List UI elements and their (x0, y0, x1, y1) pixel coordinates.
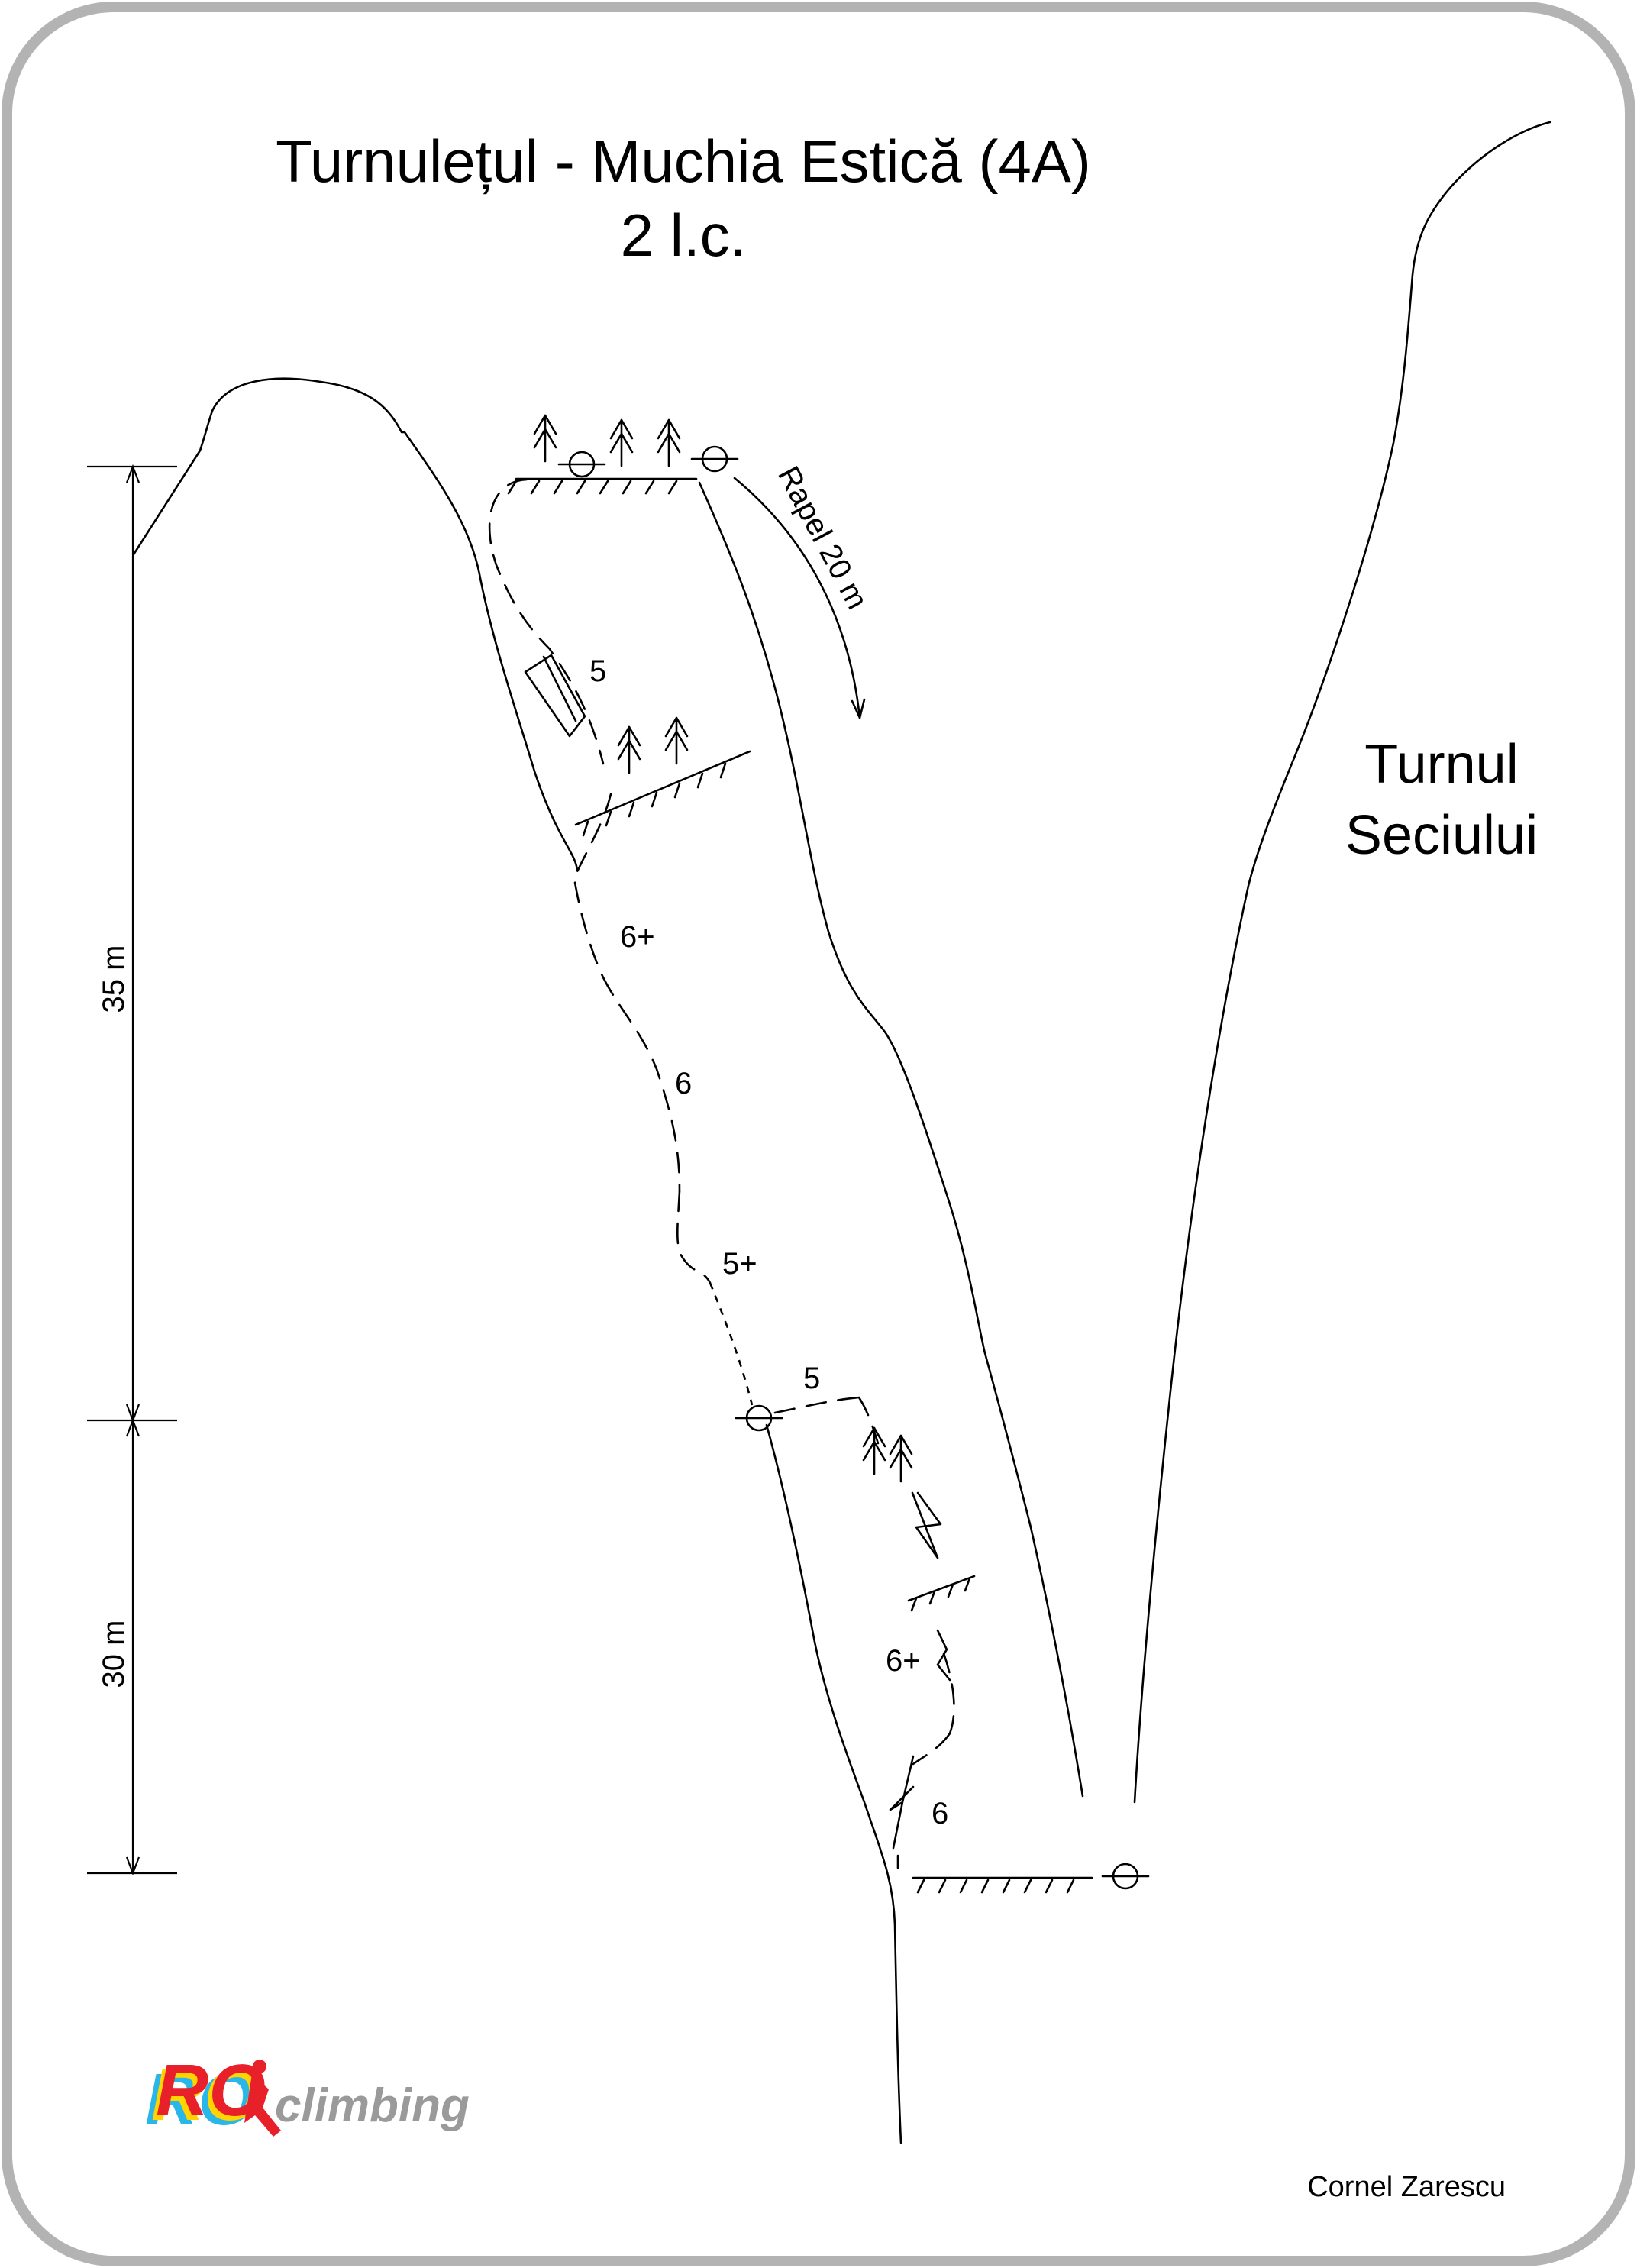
roclimbing-logo: RO RO RO climbing (145, 2050, 470, 2140)
turnuletul-left-outline (132, 377, 579, 872)
grade-5-mid: 5 (803, 1362, 820, 1395)
grade-6-lower: 6 (932, 1797, 948, 1830)
turnul-seciului-outline (1133, 121, 1551, 1804)
turnuletul-right-outline (698, 481, 1084, 1798)
rock-outlines (132, 121, 1551, 2144)
grade-6plus-upper: 6+ (620, 920, 655, 954)
svg-text:RO: RO (145, 2059, 255, 2140)
grade-6-upper: 6 (675, 1067, 692, 1100)
pitch-dimension-lines (87, 464, 177, 1876)
svg-text:RO: RO (151, 2054, 261, 2136)
tower-label-line2: Seciului (1345, 805, 1538, 866)
grade-5-top: 5 (589, 654, 606, 688)
crack-symbols (889, 1491, 951, 1869)
dihedral-icon (524, 654, 586, 738)
tower-label-line1: Turnul (1364, 734, 1518, 795)
pitch-length-1: 35 m (97, 945, 131, 1013)
author-credit: Cornel Zarescu (1307, 2171, 1506, 2203)
ledge-small (907, 1575, 976, 1612)
svg-text:climbing: climbing (275, 2079, 470, 2132)
grade-5plus: 5+ (722, 1247, 757, 1281)
ledge-top (507, 477, 698, 495)
route-title: Turnulețul - Muchia Estică (4A) (276, 128, 1091, 195)
ledge-base (912, 1876, 1093, 1894)
lower-buttress-outline (765, 1423, 902, 2144)
pitch-length-2: 30 m (97, 1620, 131, 1688)
grade-6plus-lower: 6+ (886, 1644, 921, 1678)
route-line (488, 478, 955, 1766)
route-pitch-count: 2 l.c. (621, 202, 747, 269)
